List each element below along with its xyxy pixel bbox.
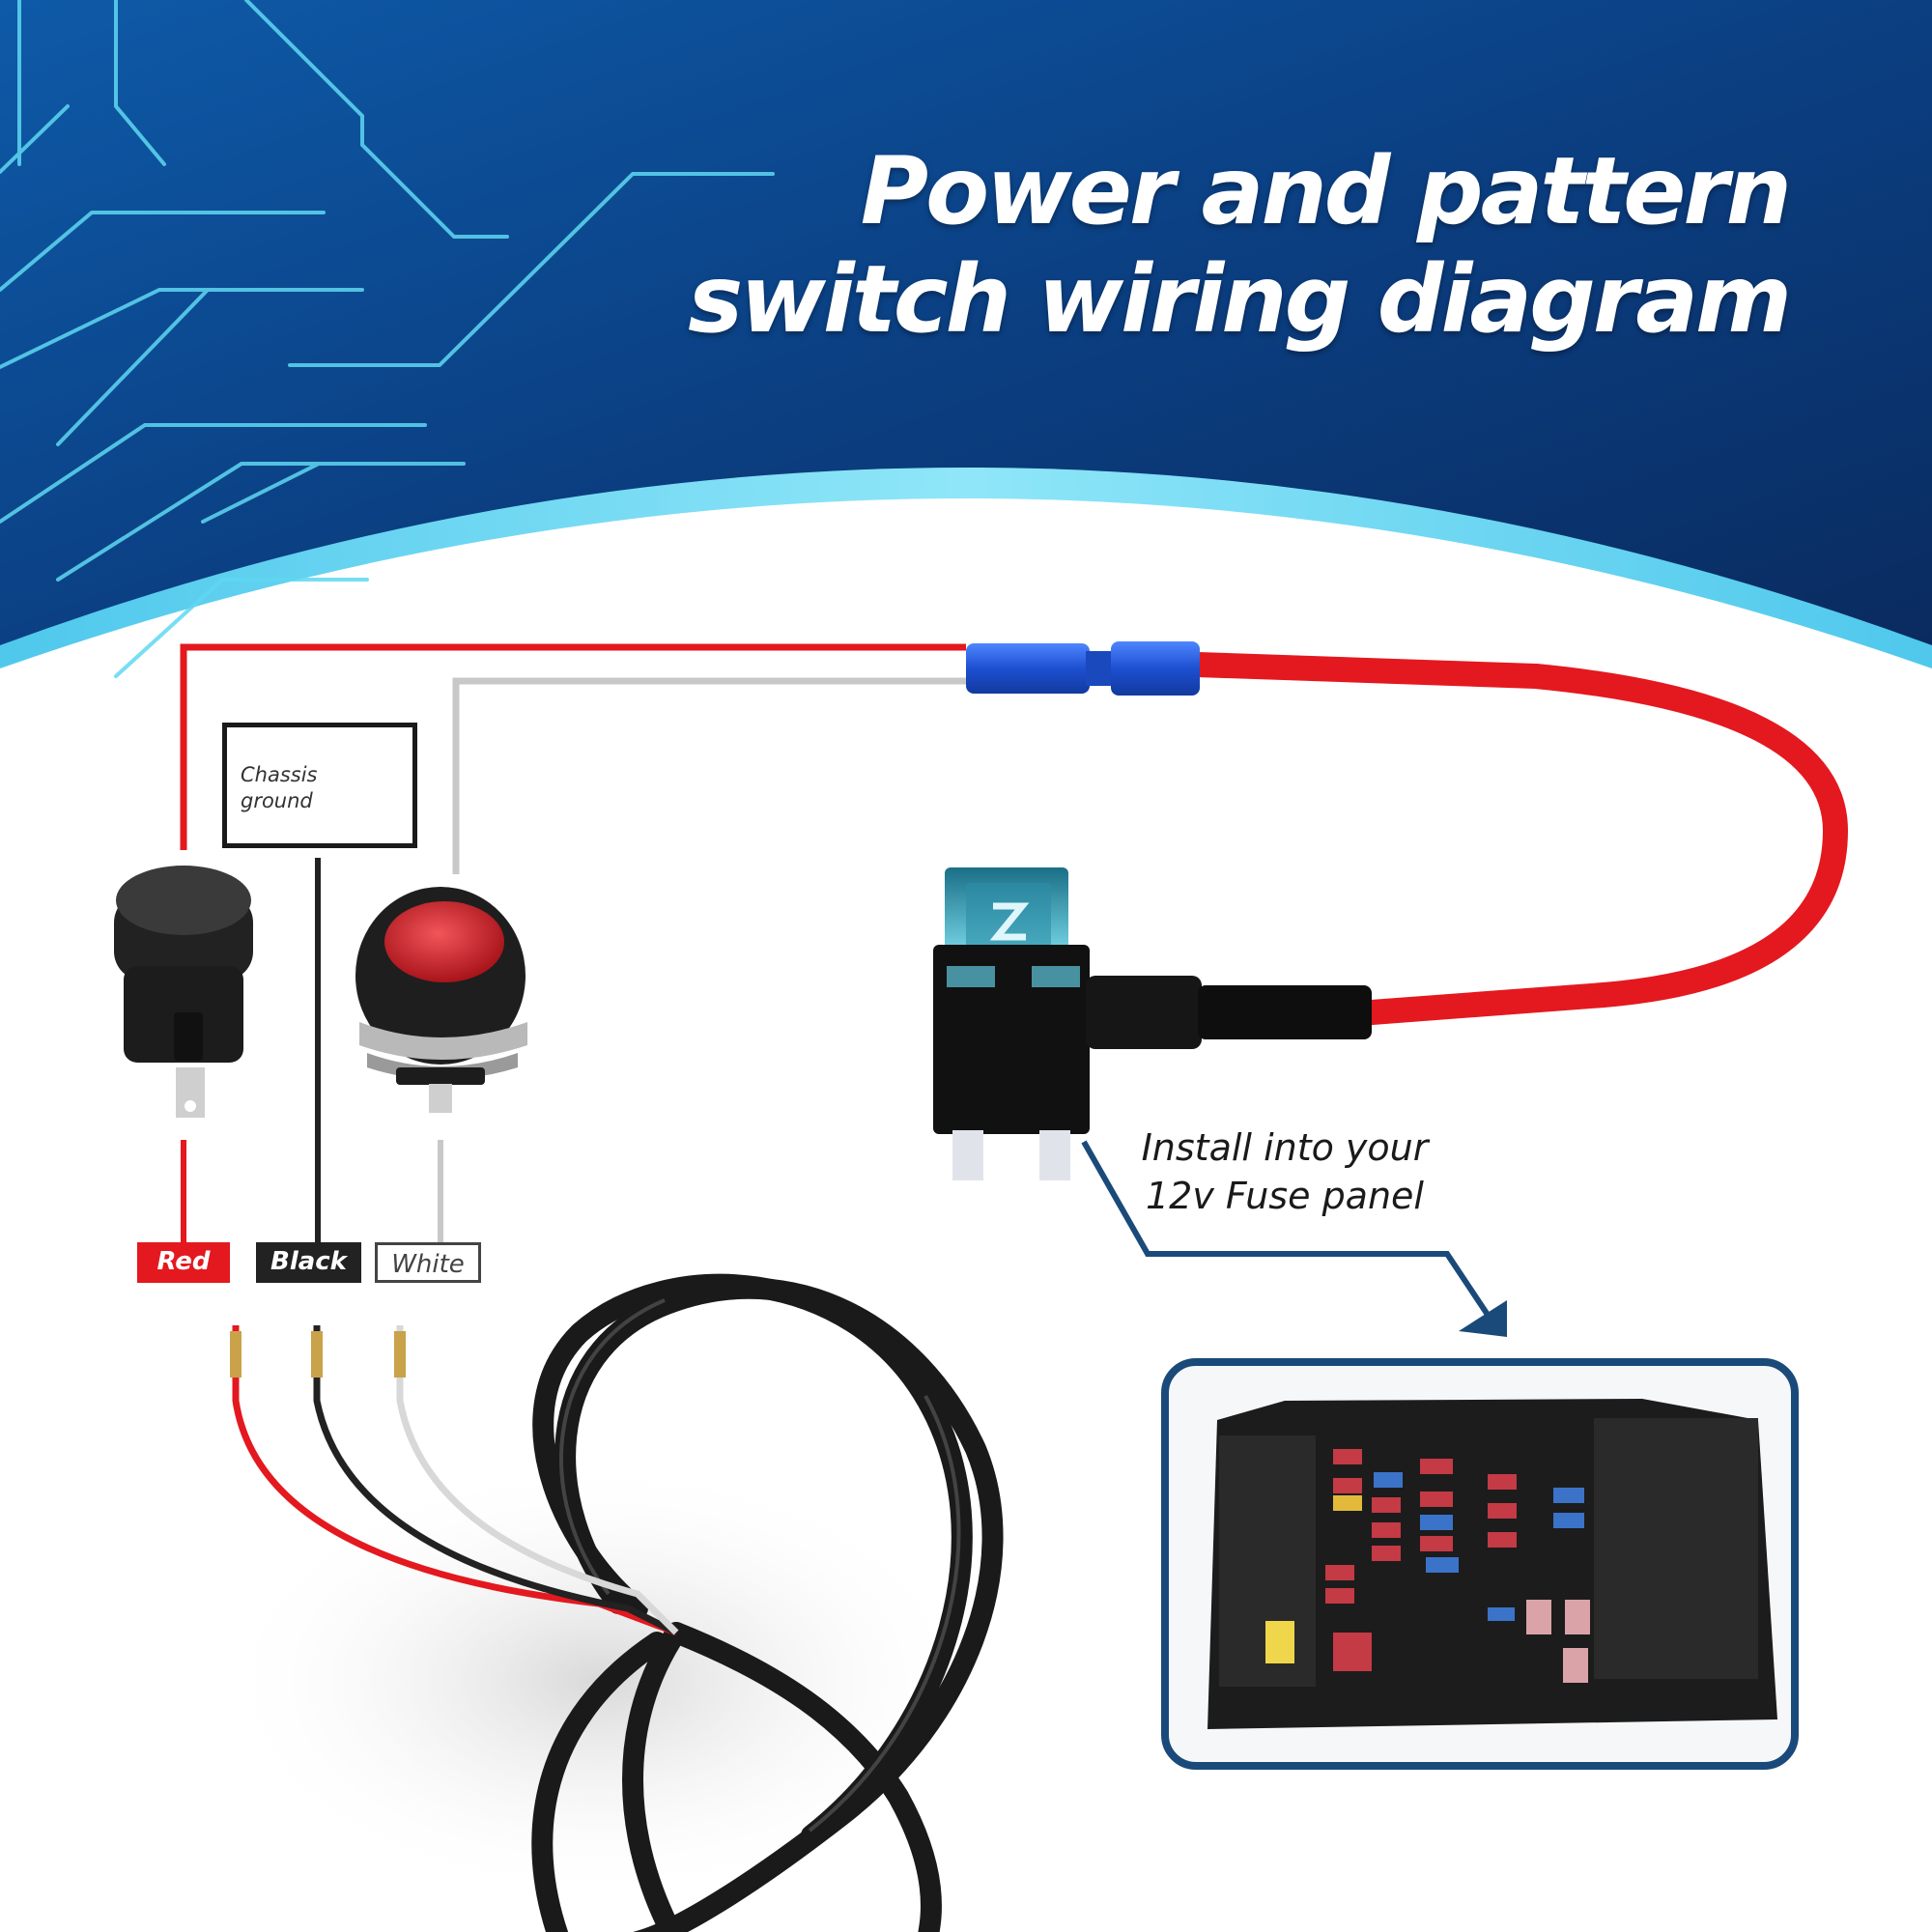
red-wire-top (180, 643, 966, 850)
chassis-ground-label: Chassis ground (241, 763, 318, 812)
page-title-line2: switch wiring diagram (688, 245, 1792, 354)
coiled-cable-photo (213, 1273, 1004, 1932)
wire-label-black: Black (256, 1242, 361, 1283)
wire-label-white: White (375, 1242, 481, 1283)
red-cable-to-fuse-tap (1185, 652, 1849, 1025)
header-background (0, 0, 1932, 704)
wire-label-red: Red (137, 1242, 230, 1283)
push-button-switch-icon (355, 887, 527, 1113)
white-wire-top (452, 677, 966, 874)
arrow-down-icon (1081, 1140, 1507, 1337)
fuse-box-photo (1161, 1358, 1799, 1770)
rocker-switch-icon (114, 866, 253, 1118)
butt-connector-icon (966, 641, 1200, 696)
add-a-fuse-tap-icon (933, 867, 1372, 1180)
circuit-traces-decoration (0, 0, 775, 678)
install-note: Install into your 12v Fuse panel (1141, 1126, 1429, 1217)
page-title-line1: Power and pattern (860, 137, 1792, 245)
chassis-ground-box: Chassis ground (222, 723, 417, 848)
